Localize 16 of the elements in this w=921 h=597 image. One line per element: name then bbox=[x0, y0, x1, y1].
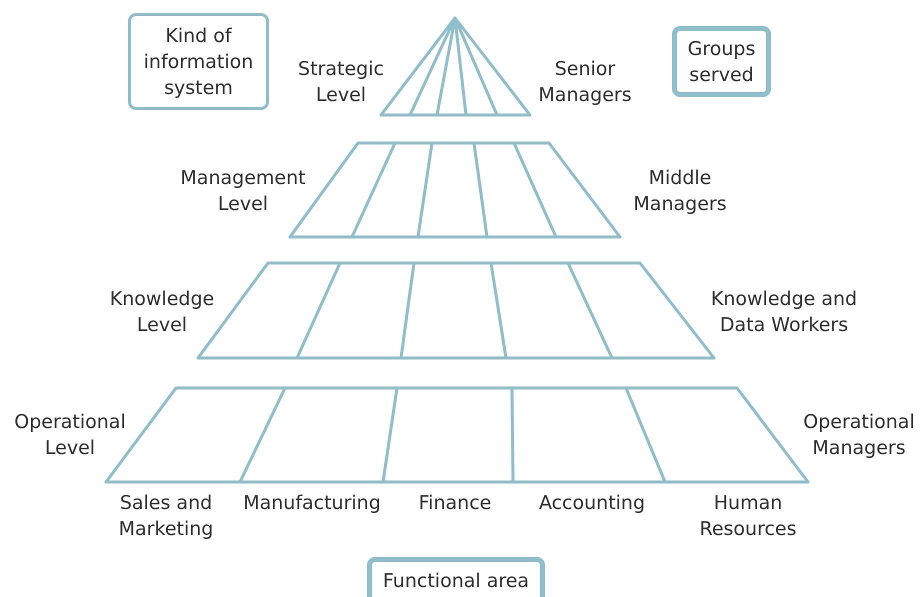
group-label: Operational Managers bbox=[802, 410, 916, 461]
functional-area-label: Finance bbox=[418, 491, 492, 516]
functional-area-label: Human Resources bbox=[698, 491, 798, 542]
functional-area-label: Sales and Marketing bbox=[118, 491, 214, 542]
functional-area-box: Functional area bbox=[367, 557, 545, 597]
level-label: Strategic Level bbox=[297, 57, 385, 108]
level-label: Management Level bbox=[179, 166, 307, 217]
functional-area-label: Accounting bbox=[538, 491, 646, 516]
group-label: Knowledge and Data Workers bbox=[710, 287, 858, 338]
group-label: Middle Managers bbox=[632, 166, 728, 217]
level-label: Operational Level bbox=[13, 410, 127, 461]
groups-served-box: Groups served bbox=[672, 26, 771, 97]
group-label: Senior Managers bbox=[537, 57, 633, 108]
functional-area-label: Manufacturing bbox=[242, 491, 382, 516]
level-label: Knowledge Level bbox=[108, 287, 216, 338]
system-kind-box: Kind of information system bbox=[128, 13, 269, 110]
